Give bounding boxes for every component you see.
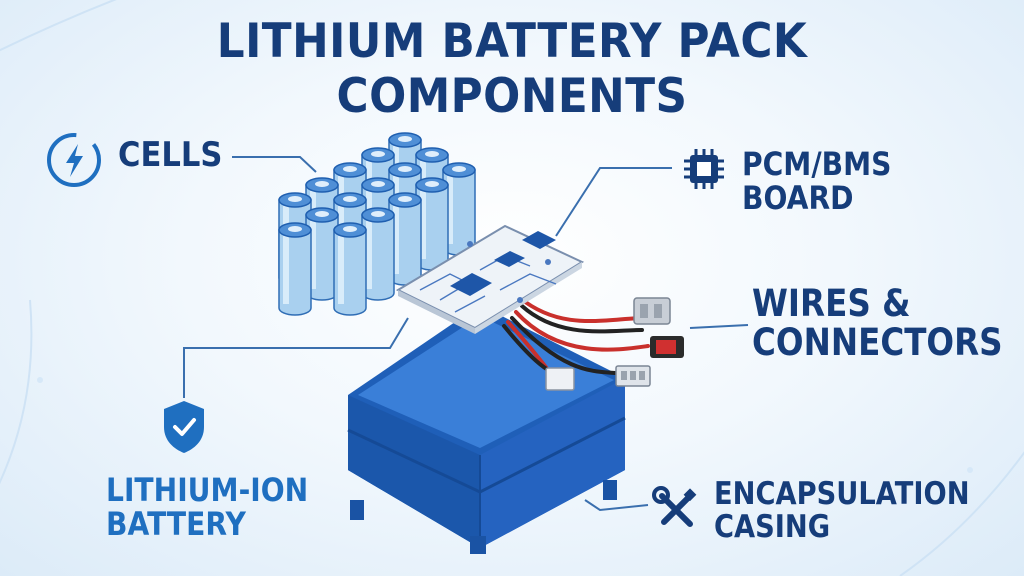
connectors: [545, 297, 684, 391]
label-wires-line1: WIRES &: [752, 282, 911, 325]
encapsulation-casing: [347, 305, 626, 554]
label-casing-line2: CASING: [714, 508, 831, 545]
battery-cell: [278, 222, 312, 316]
label-pcm-bms-board: PCM/BMS BOARD: [742, 145, 892, 217]
battery-cells: [278, 132, 476, 316]
label-battery-line2: BATTERY: [106, 504, 246, 543]
battery-cell: [333, 222, 367, 316]
leader-line-casing: [584, 499, 649, 512]
leader-line-cells: [232, 156, 317, 173]
battery-cell: [361, 207, 395, 301]
leader-line-wires: [689, 324, 749, 329]
label-casing-line1: ENCAPSULATION: [714, 476, 970, 512]
wrench-screwdriver-icon: [652, 486, 697, 527]
shield-check-icon: [164, 401, 204, 453]
microchip-icon: [684, 149, 724, 189]
label-pcm-bms-line2: BOARD: [742, 178, 854, 217]
page-title: LITHIUM BATTERY PACK COMPONENTS: [216, 14, 808, 124]
label-wires-connectors: WIRES & CONNECTORS: [752, 282, 1003, 364]
lightning-bolt-icon: [47, 133, 101, 187]
label-battery-line1: LITHIUM-ION: [106, 471, 309, 509]
pcm-bms-board: [395, 224, 585, 334]
leader-line-battery: [183, 317, 409, 398]
label-wires-line2: CONNECTORS: [752, 320, 1003, 364]
label-cells: CELLS: [118, 135, 223, 175]
label-lithium-ion-battery: LITHIUM-ION BATTERY: [106, 471, 309, 543]
label-encapsulation-casing: ENCAPSULATION CASING: [714, 478, 970, 543]
leader-line-pcm: [555, 167, 672, 237]
label-pcm-bms-line1: PCM/BMS: [742, 145, 892, 183]
